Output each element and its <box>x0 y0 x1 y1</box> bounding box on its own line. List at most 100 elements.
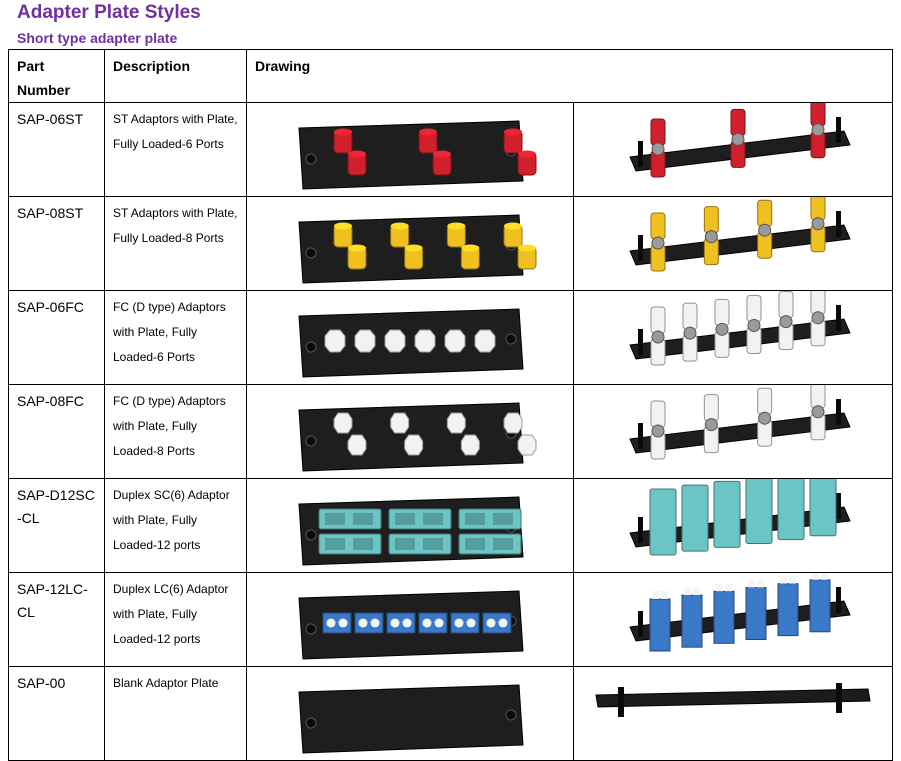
adapter <box>810 385 826 409</box>
screw-left <box>638 423 643 449</box>
front-view-image <box>246 384 574 479</box>
description-cell: FC (D type) Adaptors with Plate, Fully L… <box>104 290 247 385</box>
screw-left <box>305 717 317 729</box>
screw-left <box>618 687 624 717</box>
front-view-image <box>246 666 574 761</box>
angled-view-image <box>572 666 894 761</box>
adapter-port <box>812 573 819 580</box>
table-row: SAP-08FC FC (D type) Adaptors with Plate… <box>8 384 894 479</box>
adapter <box>810 291 826 315</box>
adapter-port <box>652 591 659 599</box>
adapter-cap <box>504 222 522 230</box>
plate <box>298 684 524 754</box>
adapter-port <box>486 618 496 628</box>
header-description: Description <box>104 49 247 103</box>
adapter-port <box>493 513 513 525</box>
angled-view-image <box>572 572 894 667</box>
screw-left <box>305 435 317 447</box>
adapter <box>444 329 466 353</box>
adapter-nut <box>683 326 697 340</box>
adapter <box>460 434 480 456</box>
adapter-port <box>465 538 485 550</box>
screw-left <box>638 141 643 167</box>
adapter <box>777 479 805 541</box>
adapter-cap <box>419 128 437 136</box>
table-row: SAP-12LC-CL Duplex LC(6) Adaptor with Pl… <box>8 572 894 667</box>
adapter <box>778 291 794 319</box>
screw-left <box>305 341 317 353</box>
part-number-cell: SAP-06FC <box>8 290 105 385</box>
adapter-port <box>748 579 755 588</box>
description-cell: ST Adaptors with Plate, Fully Loaded-8 P… <box>104 196 247 291</box>
part-number-cell: SAP-12LC-CL <box>8 572 105 667</box>
screw-right <box>505 709 517 721</box>
header-part-number: Part Number <box>8 49 105 103</box>
adapter-nut <box>731 132 745 146</box>
adapter-port <box>789 575 796 584</box>
adapter-port <box>780 575 787 584</box>
front-view-image <box>246 478 574 573</box>
adapter-port <box>390 618 400 628</box>
adapter <box>347 434 367 456</box>
adapter-port <box>498 618 508 628</box>
adapter-nut <box>651 330 665 344</box>
description-cell: Duplex LC(6) Adaptor with Plate, Fully L… <box>104 572 247 667</box>
adapter-port <box>353 513 373 525</box>
part-number-cell: SAP-08ST <box>8 196 105 291</box>
adapter <box>703 206 719 234</box>
adapter <box>354 329 376 353</box>
adapter-cap <box>518 150 536 158</box>
screw-left <box>305 153 317 165</box>
adapter <box>503 412 523 434</box>
plate <box>298 120 524 190</box>
front-view-image <box>246 290 574 385</box>
table-row: SAP-00 Blank Adaptor Plate <box>8 666 894 761</box>
adapter-cap <box>348 244 366 252</box>
adapter <box>650 306 666 334</box>
adapter-port <box>370 618 380 628</box>
adapter <box>714 298 730 326</box>
description-cell: Duplex SC(6) Adaptor with Plate, Fully L… <box>104 478 247 573</box>
adapter <box>404 434 424 456</box>
adapter-port <box>434 618 444 628</box>
adapter-port <box>395 513 415 525</box>
angled-view-image <box>572 384 894 479</box>
adapter <box>418 612 448 634</box>
adapter-nut <box>811 405 825 419</box>
adapter-port <box>422 618 432 628</box>
screw-right <box>836 117 841 143</box>
adapter-nut <box>811 311 825 325</box>
adapter-nut <box>747 318 761 332</box>
adapter <box>354 612 384 634</box>
plate <box>595 688 871 708</box>
plate <box>298 308 524 378</box>
adapter <box>757 199 773 227</box>
screw-left <box>305 529 317 541</box>
adapter-port <box>325 513 345 525</box>
adapter-port <box>423 538 443 550</box>
adapter-port <box>325 538 345 550</box>
plate <box>629 412 851 454</box>
adapter <box>649 598 671 652</box>
angled-view-image <box>572 478 894 573</box>
adapter-port <box>338 618 348 628</box>
adapter <box>322 612 352 634</box>
adapter-port <box>716 583 723 592</box>
adapter <box>703 394 719 422</box>
screw-left <box>638 517 643 543</box>
adapter <box>777 583 799 637</box>
adapter-port <box>326 618 336 628</box>
adapter-plate-table: Part Number Description Drawing SAP-06ST… <box>8 49 894 761</box>
adapter-cap <box>518 244 536 252</box>
adapter-port <box>423 513 443 525</box>
adapter <box>681 484 709 552</box>
screw-left <box>305 623 317 635</box>
adapter-nut <box>715 322 729 336</box>
table-row: SAP-D12SC-CL Duplex SC(6) Adaptor with P… <box>8 478 894 573</box>
adapter <box>474 329 496 353</box>
adapter <box>450 612 480 634</box>
adapter-port <box>757 579 764 588</box>
adapter <box>482 612 512 634</box>
description-cell: FC (D type) Adaptors with Plate, Fully L… <box>104 384 247 479</box>
adapter <box>386 612 416 634</box>
